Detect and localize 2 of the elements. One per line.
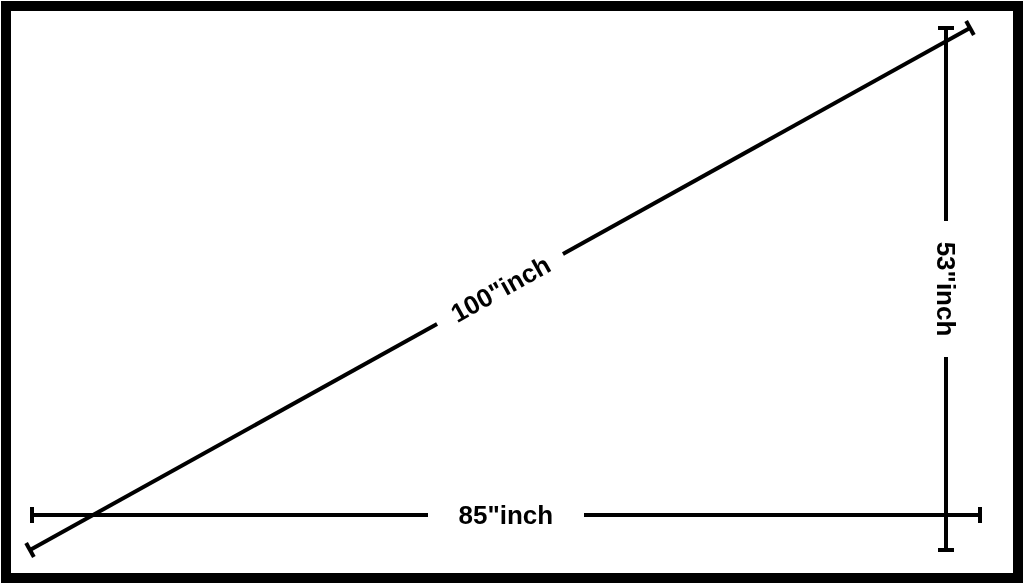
dimension-label: 53"inch [932,241,959,337]
dimension-label: 85"inch [458,502,554,528]
